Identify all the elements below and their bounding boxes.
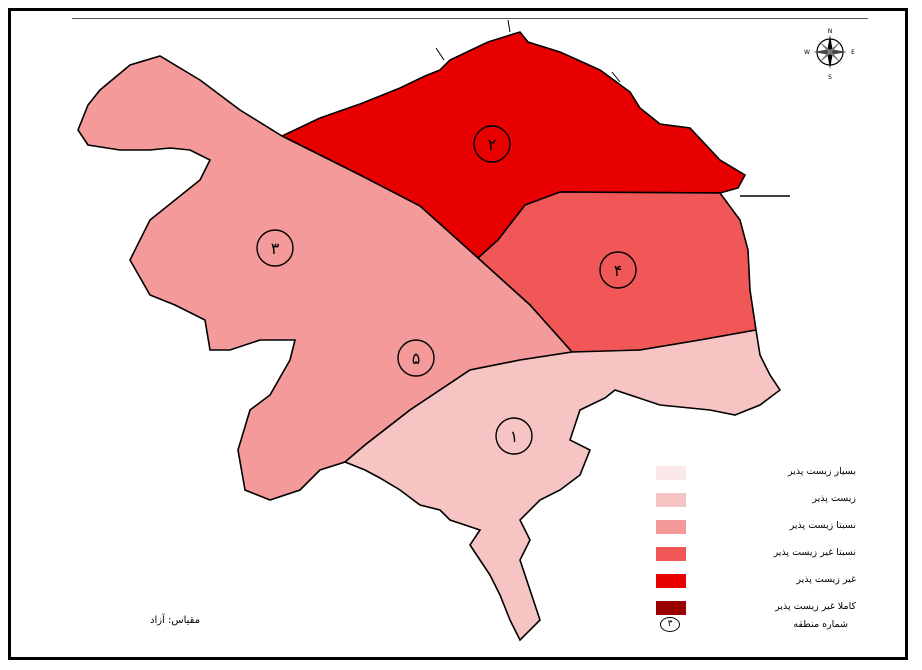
svg-text:۲: ۲ bbox=[488, 135, 497, 154]
legend-swatch bbox=[656, 601, 686, 615]
legend-label: نسبتا غیر زیست پذیر bbox=[773, 547, 856, 558]
zone-1-polygon[interactable] bbox=[343, 329, 782, 642]
zone-2-marker: ۲ bbox=[473, 125, 511, 163]
top-rule bbox=[72, 18, 868, 19]
legend-zone-marker: ۳ bbox=[660, 617, 680, 632]
legend-swatch bbox=[656, 466, 686, 480]
compass-rose-icon: N S E W bbox=[804, 28, 855, 81]
legend-label: زیست پذیر bbox=[812, 493, 856, 504]
svg-text:N: N bbox=[828, 28, 833, 35]
legend-item: کاملا غیر زیست پذیر bbox=[656, 597, 856, 624]
svg-text:۵: ۵ bbox=[412, 349, 421, 368]
zone-3-marker: ۳ bbox=[256, 229, 294, 267]
legend-label: نسبتا زیست پذیر bbox=[789, 520, 856, 531]
legend-swatch bbox=[656, 493, 686, 507]
legend-label: بسیار زیست پذیر bbox=[787, 466, 856, 477]
legend-label: غیر زیست پذیر bbox=[796, 574, 856, 585]
legend-item: نسبتا غیر زیست پذیر bbox=[656, 543, 856, 570]
legend-zone-number-label: شماره منطقه bbox=[793, 619, 848, 630]
svg-text:S: S bbox=[828, 74, 832, 81]
legend-label: کاملا غیر زیست پذیر bbox=[775, 601, 856, 612]
svg-text:W: W bbox=[804, 49, 810, 56]
legend-swatch bbox=[656, 520, 686, 534]
legend-swatch bbox=[656, 574, 686, 588]
legend-item: بسیار زیست پذیر bbox=[656, 462, 856, 489]
svg-text:E: E bbox=[851, 49, 855, 56]
zone-5-marker: ۵ bbox=[397, 339, 435, 377]
legend-item: زیست پذیر bbox=[656, 489, 856, 516]
boundary-tick bbox=[507, 19, 511, 33]
svg-text:۳: ۳ bbox=[271, 239, 280, 258]
zone-4-marker: ۴ bbox=[599, 251, 637, 289]
legend-swatch bbox=[656, 547, 686, 561]
legend-item: غیر زیست پذیر bbox=[656, 570, 856, 597]
legend: بسیار زیست پذیر زیست پذیر نسبتا زیست پذی… bbox=[656, 462, 856, 624]
boundary-tick bbox=[435, 47, 445, 61]
scale-label: مقیاس: آزاد bbox=[150, 615, 201, 626]
boundary-tick bbox=[611, 71, 621, 83]
svg-text:۱: ۱ bbox=[510, 427, 519, 446]
svg-text:۴: ۴ bbox=[614, 261, 623, 280]
legend-item: نسبتا زیست پذیر bbox=[656, 516, 856, 543]
zone-1-marker: ۱ bbox=[495, 417, 533, 455]
